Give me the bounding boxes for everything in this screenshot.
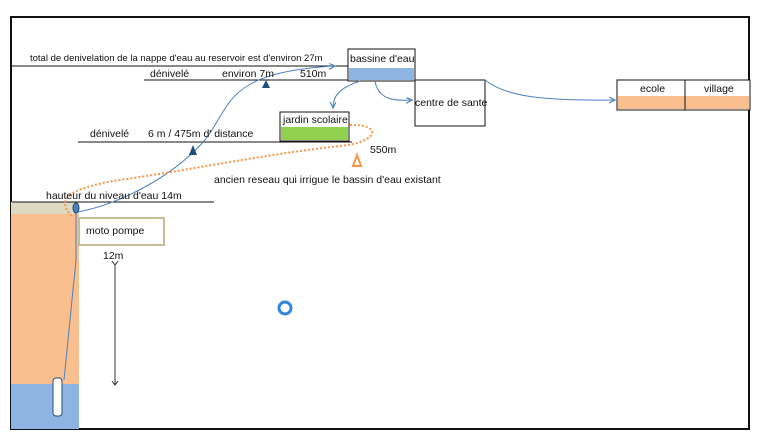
- denivele-label-2: dénivelé: [90, 128, 130, 140]
- bassine-label: bassine d'eau: [350, 53, 415, 65]
- pipe-to-garden: [333, 80, 361, 108]
- pipe-to-sante: [374, 80, 412, 100]
- depth-12m-label: 12m: [103, 250, 124, 262]
- jardin-green: [281, 127, 348, 140]
- groundwater-layer: [11, 384, 79, 429]
- well-head-marker: [72, 202, 80, 214]
- soil-column: [11, 212, 79, 386]
- pipe-to-village: [484, 79, 615, 100]
- centre-sante-label: centre de sante: [415, 97, 488, 109]
- main-pipe: [77, 66, 335, 213]
- moto-pompe-label: moto pompe: [86, 225, 145, 237]
- denivele-label-1: dénivelé: [150, 68, 190, 80]
- village-label: village: [704, 83, 734, 95]
- soil-top-layer: [11, 202, 79, 214]
- hollow-triangle-marker: [351, 152, 363, 167]
- distance-550m-label: 550m: [370, 144, 397, 156]
- ancien-reseau-label: ancien reseau qui irrigue le bassin d'ea…: [214, 174, 441, 186]
- bassine-water: [349, 68, 414, 80]
- hauteur-niveau-label: hauteur du niveau d'eau 14m: [46, 190, 182, 202]
- cursor-ring: [277, 300, 293, 316]
- elevation-marker-1: [262, 80, 270, 88]
- distance-510m-label: 510m: [300, 68, 327, 80]
- environ-7m-label: environ 7m: [222, 68, 274, 80]
- ecole-village-fill: [618, 96, 749, 109]
- distance-6m-label: 6 m / 475m d' distance: [148, 128, 254, 140]
- ecole-label: ecole: [640, 83, 666, 95]
- pump-capsule: [52, 377, 63, 417]
- old-network-path: [64, 123, 373, 217]
- total-denivelation-label: total de denivelation de la nappe d'eau …: [30, 53, 323, 64]
- pipe-well-vertical: [63, 206, 77, 381]
- elevation-marker-2: [189, 145, 197, 155]
- centre-sante-box: [414, 79, 486, 127]
- jardin-label: jardin scolaire: [283, 114, 348, 126]
- moto-pompe-box: [78, 217, 165, 246]
